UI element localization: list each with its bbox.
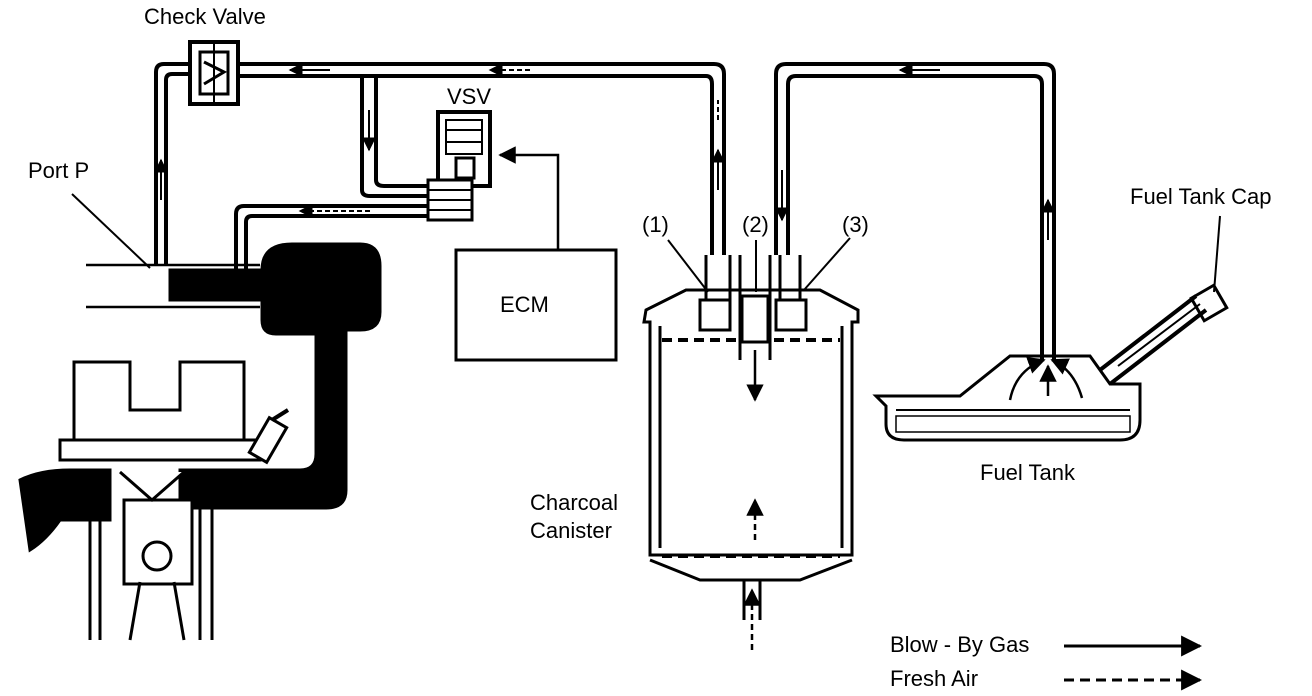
canister-label-line1: Charcoal	[530, 490, 618, 515]
check-valve	[188, 40, 240, 106]
fuel-cap-leader	[1213, 215, 1221, 293]
port3-leader	[803, 237, 851, 291]
vapor-hoses	[154, 62, 1056, 360]
port-p-label: Port P	[28, 158, 89, 183]
canister-label-line2: Canister	[530, 518, 612, 543]
vsv	[426, 110, 492, 222]
ecm-label: ECM	[500, 292, 549, 317]
legend-fresh-air-label: Fresh Air	[890, 666, 978, 691]
port2-label: (2)	[742, 212, 769, 237]
port-p-leader	[71, 193, 151, 269]
legend-blow-by-label: Blow - By Gas	[890, 632, 1029, 657]
vsv-label: VSV	[447, 84, 491, 109]
fuel-tank-label: Fuel Tank	[980, 460, 1076, 485]
ecm-signal-line	[498, 146, 560, 250]
intake-manifold	[86, 242, 382, 510]
fuel-vapor-arrows	[1008, 357, 1084, 401]
engine	[18, 360, 290, 641]
charcoal-canister	[642, 255, 860, 620]
ecm-box	[454, 248, 618, 362]
fuel-tank-cap-label: Fuel Tank Cap	[1130, 184, 1271, 209]
legend: Blow - By Gas Fresh Air	[890, 632, 1203, 691]
port3-label: (3)	[842, 212, 869, 237]
flow-arrows	[154, 63, 1055, 240]
check-valve-label: Check Valve	[144, 4, 266, 29]
fuel-tank	[872, 283, 1229, 442]
port1-label: (1)	[642, 212, 669, 237]
port1-leader	[667, 239, 709, 293]
canister-flow-arrows	[743, 350, 764, 650]
